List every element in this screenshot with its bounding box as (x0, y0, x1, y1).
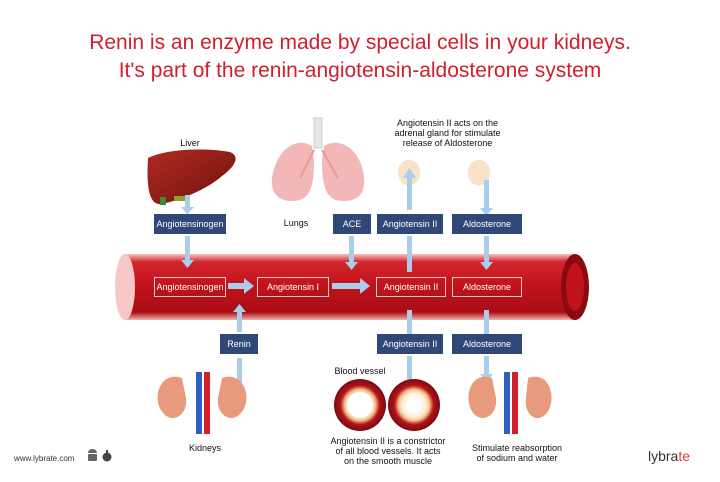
website-url[interactable]: www.lybrate.com (14, 454, 75, 463)
apple-icon (102, 450, 112, 462)
angiotensin-ii-bottom-box: Angiotensin II (377, 334, 443, 354)
vessel-cross-sections (334, 379, 440, 431)
renin-box: Renin (220, 334, 258, 354)
blood-vessel-label: Blood vessel (334, 366, 386, 376)
kidneys-label: Kidneys (188, 443, 222, 453)
vessel-aldosterone: Aldosterone (452, 277, 522, 297)
lungs-label: Lungs (283, 218, 309, 228)
angiotensinogen-box: Angiotensinogen (154, 214, 226, 234)
angiotensin-ii-top-box: Angiotensin II (377, 214, 443, 234)
liver-label: Liver (180, 138, 200, 148)
kidneys-illustration-left (157, 372, 247, 434)
lungs-illustration (271, 117, 365, 202)
aldosterone-top-box: Aldosterone (452, 214, 522, 234)
constrictor-caption: Angiotensin II is a constrictor of all b… (330, 436, 446, 466)
vessel-angiotensin-i: Angiotensin I (257, 277, 329, 297)
vessel-angiotensinogen: Angiotensinogen (154, 277, 226, 297)
adrenal-caption: Angiotensin II acts on the adrenal gland… (394, 118, 501, 148)
title-line-2: It's part of the renin-angiotensin-aldos… (118, 59, 602, 82)
ace-box: ACE (333, 214, 371, 234)
brand-logo: lybrate (648, 448, 691, 464)
title-line-1: Renin is an enzyme made by special cells… (89, 31, 631, 54)
aldosterone-bottom-box: Aldosterone (452, 334, 522, 354)
liver-illustration (147, 149, 236, 205)
reabsorption-caption: Stimulate reabsorption of sodium and wat… (471, 443, 563, 463)
vessel-angiotensin-ii: Angiotensin II (376, 277, 446, 297)
kidneys-illustration-right (468, 372, 552, 434)
android-icon (88, 449, 97, 461)
